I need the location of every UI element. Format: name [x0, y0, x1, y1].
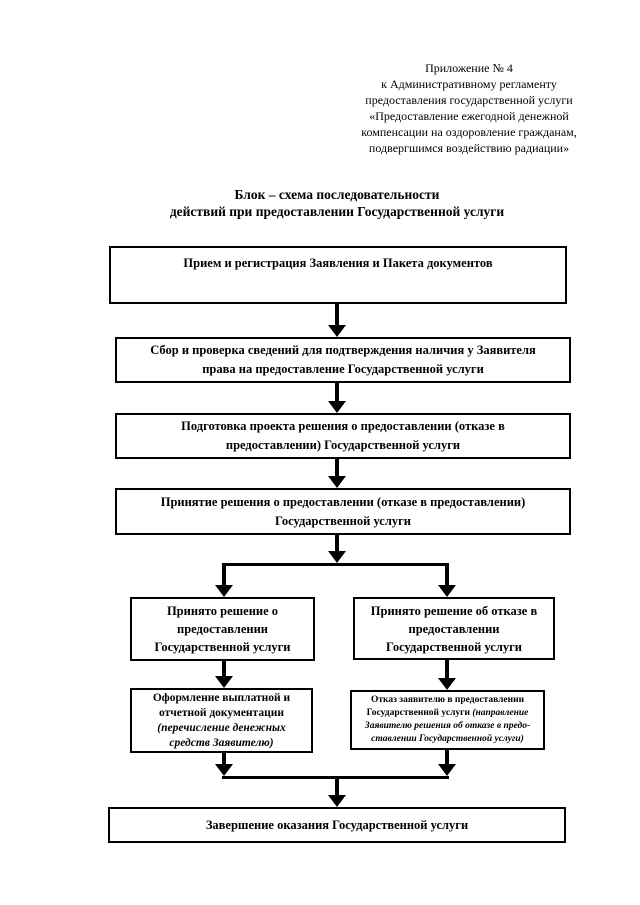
outcome-payment-note: (перечисление денежных средств Заявителю… [157, 721, 286, 749]
arrow-refuse-outcome-stem [445, 660, 449, 679]
arrow-step2-step3-head [328, 401, 346, 413]
outcome-refusal-main: Отказ заявителю в предоставлении Государ… [366, 695, 525, 718]
arrow-split-center-stem [335, 535, 339, 552]
flow-box-step2-label: Сбор и проверка сведений для подтвержден… [150, 343, 536, 376]
arrow-merge-center-head [328, 795, 346, 807]
arrow-merge-left-head [215, 764, 233, 776]
header-line-6: подвергшимся воздействию радиации» [368, 141, 570, 155]
arrow-merge-center-stem [335, 779, 339, 796]
page-title-line-1: Блок – схема последовательности [234, 187, 440, 202]
flow-box-branch-approve-label: Принято решение о предоставлении Государ… [154, 604, 291, 654]
header-line-2: к Административному регламенту [381, 77, 557, 91]
flow-box-branch-refuse: Принято решение об отказе в предоставлен… [353, 597, 555, 660]
arrow-step3-step4-stem [335, 459, 339, 477]
flow-box-step3-label: Подготовка проекта решения о предоставле… [181, 419, 505, 452]
arrow-step1-step2-head [328, 325, 346, 337]
header-line-4: «Предоставление ежегодной денежной [369, 109, 569, 123]
arrow-merge-right-head [438, 764, 456, 776]
flow-box-outcome-refusal: Отказ заявителю в предоставлении Государ… [350, 690, 545, 750]
flow-box-outcome-payment-text: Оформление выплатной и отчетной документ… [138, 691, 305, 751]
flow-box-step2: Сбор и проверка сведений для подтвержден… [115, 337, 571, 383]
flow-box-step1-label: Прием и регистрация Заявления и Пакета д… [183, 256, 493, 270]
arrow-split-left-stem [222, 563, 226, 586]
arrow-step1-step2-stem [335, 304, 339, 326]
arrow-split-right-stem [445, 563, 449, 586]
flow-box-step3: Подготовка проекта решения о предоставле… [115, 413, 571, 459]
page-title-line-2: действий при предоставлении Государствен… [169, 204, 505, 219]
header-line-1: Приложение № 4 [425, 61, 513, 75]
arrow-split-right-head [438, 585, 456, 597]
arrow-merge-left-stem [222, 753, 226, 765]
flow-box-final-label: Завершение оказания Государственной услу… [205, 817, 469, 832]
flow-box-branch-approve: Принято решение о предоставлении Государ… [130, 597, 315, 661]
flow-box-step1: Прием и регистрация Заявления и Пакета д… [109, 246, 567, 304]
flow-box-outcome-refusal-text: Отказ заявителю в предоставлении Государ… [359, 694, 536, 746]
arrow-split-center-head [328, 551, 346, 563]
header-line-3: предоставления государственной услуги [365, 93, 573, 107]
page-title: Блок – схема последовательности действий… [47, 186, 627, 220]
header-line-5: компенсации на оздоровление гражданам, [361, 125, 577, 139]
arrow-step2-step3-stem [335, 383, 339, 402]
arrow-approve-outcome-head [215, 676, 233, 688]
merge-horizontal-line [222, 776, 449, 779]
outcome-payment-main: Оформление выплатной и отчетной документ… [152, 691, 291, 719]
flow-box-outcome-payment: Оформление выплатной и отчетной документ… [130, 688, 313, 753]
flow-box-branch-refuse-label: Принято решение об отказе в предоставлен… [370, 603, 538, 654]
outcome-refusal-note: (направление Заявителю решения об отказе… [364, 708, 531, 744]
flow-box-step4: Принятие решения о предоставлении (отказ… [115, 488, 571, 535]
arrow-merge-right-stem [445, 750, 449, 765]
arrow-approve-outcome-stem [222, 661, 226, 677]
flow-box-final: Завершение оказания Государственной услу… [108, 807, 566, 843]
split-horizontal-line [222, 563, 449, 566]
arrow-step3-step4-head [328, 476, 346, 488]
arrow-refuse-outcome-head [438, 678, 456, 690]
flow-box-step4-label: Принятие решения о предоставлении (отказ… [160, 494, 526, 528]
appendix-header: Приложение № 4 к Административному регла… [338, 60, 600, 156]
arrow-split-left-head [215, 585, 233, 597]
